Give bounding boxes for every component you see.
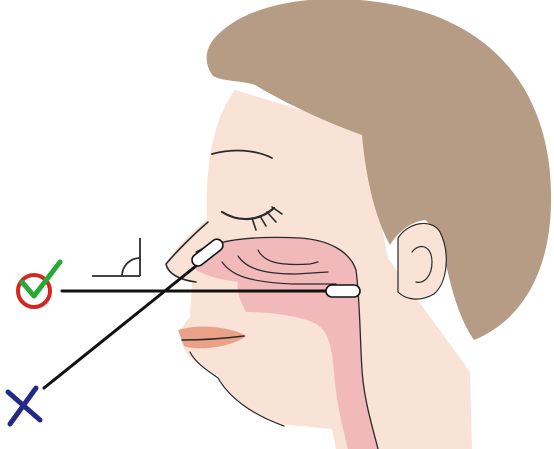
ear [398,223,446,299]
check-circle-icon [18,262,60,307]
right-angle-icon [92,238,140,276]
cross-icon [8,388,40,424]
